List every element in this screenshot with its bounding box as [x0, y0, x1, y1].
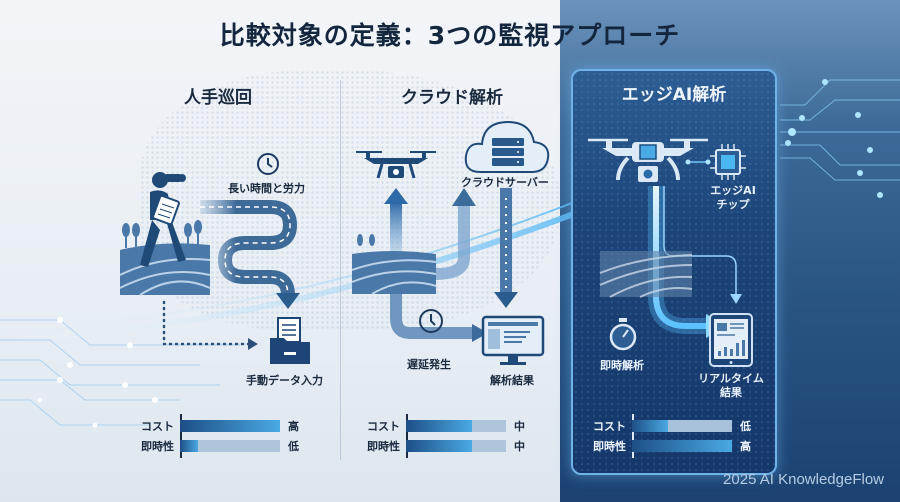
- label-instant-analysis: 即時解析: [600, 359, 644, 372]
- label-delay: 遅延発生: [407, 358, 451, 371]
- page-title: 比較対象の定義：3つの監視アプローチ: [219, 21, 681, 50]
- column-title-cloud: クラウド解析: [401, 88, 503, 108]
- metric-row-immediacy: 即時性 低: [132, 436, 299, 456]
- label-analysis-result: 解析結果: [490, 374, 534, 387]
- metric-row-immediacy: 即時性 高: [584, 436, 751, 456]
- metric-value: 中: [514, 440, 525, 453]
- metric-bar: [406, 420, 506, 432]
- metrics-cloud: コスト 中 即時性 中: [358, 414, 525, 458]
- label-cloud-server: クラウドサーバー: [461, 176, 549, 189]
- label-line: リアルタイム: [698, 372, 764, 385]
- label-realtime-result: リアルタイム 結果: [695, 372, 767, 400]
- metric-bar: [406, 440, 506, 452]
- column-divider: [340, 80, 341, 460]
- winding-road-arrow: [200, 200, 300, 309]
- metric-value: 高: [288, 420, 299, 433]
- metric-value: 低: [288, 440, 299, 453]
- label-edge-ai-chip: エッジAI チップ: [708, 184, 758, 212]
- footer-credit: 2025 AI KnowledgeFlow: [723, 471, 884, 488]
- metric-row-cost: コスト 中: [358, 416, 525, 436]
- column-title-manual: 人手巡回: [184, 88, 252, 108]
- label-long-time-effort: 長い時間と労力: [228, 182, 305, 195]
- metric-row-cost: コスト 低: [584, 416, 751, 436]
- circuit-lines-right-icon: [780, 79, 900, 198]
- metric-label: コスト: [593, 420, 626, 433]
- clock-icon: [257, 153, 279, 175]
- metric-bar: [180, 420, 280, 432]
- metric-label: 即時性: [141, 440, 174, 453]
- cloud-server-icon: [464, 120, 550, 173]
- drone-icon: [588, 138, 708, 182]
- metrics-edge: コスト 低 即時性 高: [584, 414, 751, 458]
- label-line: チップ: [716, 198, 750, 211]
- label-line: 結果: [720, 386, 742, 399]
- label-line: エッジAI: [710, 184, 756, 197]
- column-title-edge: エッジAI解析: [621, 85, 727, 105]
- drone-icon: [356, 151, 436, 179]
- monitor-icon: [481, 315, 545, 365]
- dotted-arrow: [162, 300, 258, 350]
- metric-bar: [180, 440, 280, 452]
- metric-label: コスト: [367, 420, 400, 433]
- metrics-manual: コスト 高 即時性 低: [132, 414, 299, 458]
- ai-chip-icon: [685, 144, 746, 180]
- metric-row-cost: コスト 高: [132, 416, 299, 436]
- field-icon: [599, 251, 693, 298]
- metrics-axis: [180, 414, 182, 458]
- metric-bar: [632, 440, 732, 452]
- field-icon: [351, 234, 437, 295]
- metric-bar: [632, 420, 732, 432]
- metric-row-immediacy: 即時性 中: [358, 436, 525, 456]
- metric-label: 即時性: [593, 440, 626, 453]
- metric-label: コスト: [141, 420, 174, 433]
- stopwatch-icon: [609, 318, 637, 351]
- folder-document-icon: [270, 317, 310, 364]
- tablet-icon: [709, 313, 753, 367]
- metric-value: 中: [514, 420, 525, 433]
- person-binoculars-icon: [119, 172, 211, 296]
- metric-value: 高: [740, 440, 751, 453]
- metric-label: 即時性: [367, 440, 400, 453]
- metrics-axis: [632, 414, 634, 458]
- metric-value: 低: [740, 420, 751, 433]
- metrics-axis: [406, 414, 408, 458]
- clock-icon: [419, 309, 443, 333]
- label-manual-data-entry: 手動データ入力: [246, 374, 323, 387]
